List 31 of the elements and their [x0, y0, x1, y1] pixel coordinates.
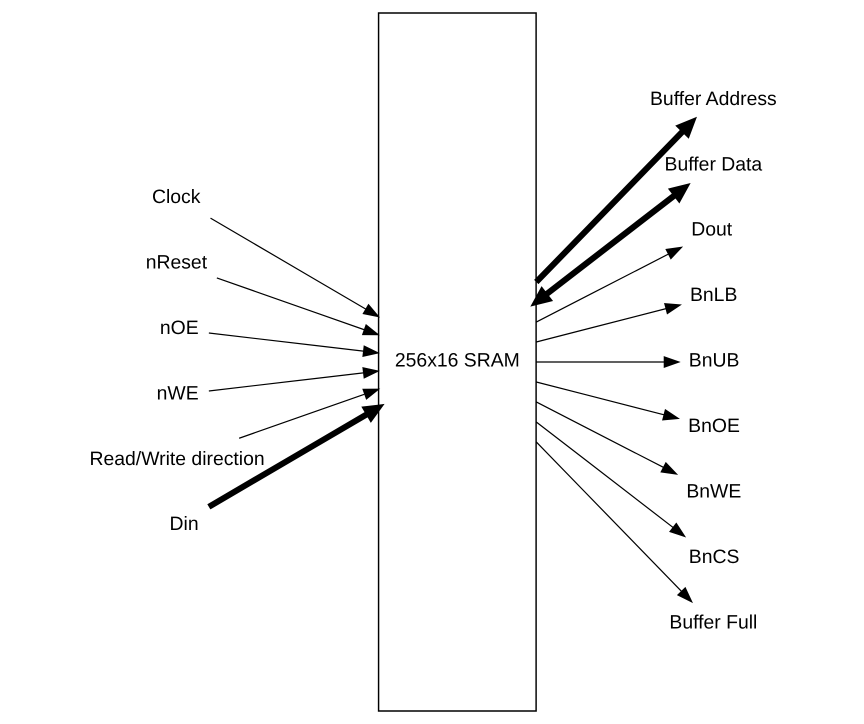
arrow: [210, 218, 380, 318]
node-text: Buffer Data: [664, 153, 762, 176]
node-text: Dout: [690, 218, 732, 241]
node-text: nOE: [159, 316, 198, 339]
arrow: [536, 303, 682, 343]
node-text: BnWE: [686, 480, 741, 502]
arrow: [536, 401, 678, 475]
node-text: nWE: [156, 382, 198, 404]
node-text: BnLB: [690, 284, 737, 306]
node-text: BnOE: [688, 415, 740, 438]
node-text: Din: [169, 513, 198, 536]
node-text: nReset: [145, 251, 207, 274]
node-text: Buffer Address: [650, 88, 776, 110]
arrow: [206, 404, 384, 510]
arrow: [536, 356, 680, 368]
node-text: BnUB: [688, 350, 739, 372]
node-text: Clock: [151, 186, 200, 208]
arrow: [238, 388, 380, 439]
arrow: [216, 277, 380, 336]
node-text: BnCS: [688, 546, 739, 568]
arrow: [534, 116, 696, 284]
arrow: [208, 367, 380, 392]
arrow: [536, 246, 683, 323]
node-box: 256x16 SRAM: [377, 12, 536, 712]
arrow: [535, 442, 692, 604]
arrow: [208, 332, 380, 357]
arrow: [536, 381, 680, 420]
node-text: Buffer Full: [668, 611, 757, 634]
node-text: Read/Write direction: [89, 448, 264, 470]
arrow: [535, 422, 686, 538]
arrow: [530, 182, 690, 307]
